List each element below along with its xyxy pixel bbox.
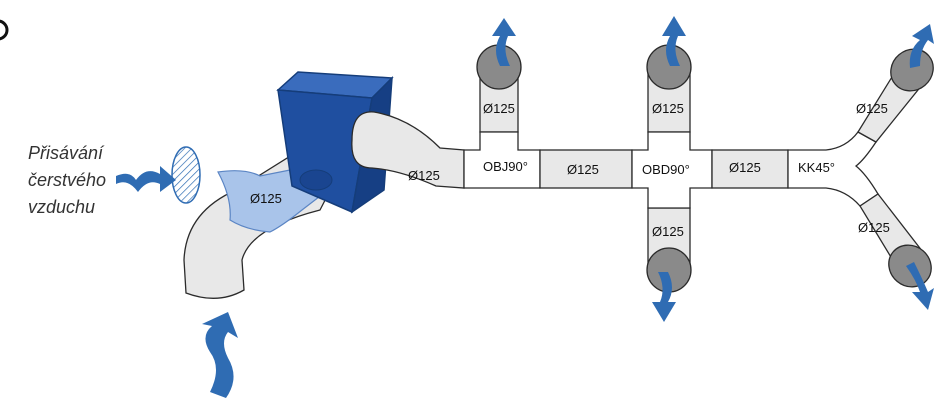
- airflow-arrow-intake-icon: [116, 166, 176, 192]
- airflow-arrow-kk-down-icon: [906, 262, 934, 310]
- branch-obj-up-label: Ø125: [483, 101, 515, 116]
- fitting-obj90: [463, 131, 541, 189]
- airflow-arrow-obd-down-icon: [652, 272, 676, 322]
- fitting-kk45: [787, 131, 879, 207]
- edge-fragment: [0, 19, 9, 41]
- intake-label-line2: čerstvého: [28, 170, 107, 190]
- branch-obd-up-label: Ø125: [652, 101, 684, 116]
- fresh-air-grille: [171, 146, 201, 204]
- main-pipe-2-label: Ø125: [567, 162, 599, 177]
- intake-label-line3: vzduchu: [28, 197, 96, 217]
- branch-kk-up-label: Ø125: [856, 101, 888, 116]
- inlet-diameter-label: Ø125: [250, 191, 282, 206]
- airflow-arrow-bottom-icon: [202, 312, 238, 398]
- intake-label-line1: Přisávání: [28, 143, 104, 163]
- fitting-kk-label: KK45°: [798, 160, 835, 175]
- branch-obd-down-label: Ø125: [652, 224, 684, 239]
- airflow-arrow-obd-up-icon: [662, 16, 686, 66]
- intake-label: Přisávání čerstvého vzduchu: [28, 140, 148, 221]
- main-pipe-3-label: Ø125: [729, 160, 761, 175]
- airflow-arrow-obj-icon: [492, 18, 516, 66]
- main-pipe-2: [539, 149, 633, 189]
- branch-kk-down-label: Ø125: [858, 220, 890, 235]
- fitting-obd-label: OBD90°: [642, 162, 690, 177]
- main-pipe-1-label: Ø125: [408, 168, 440, 183]
- kk-outlet-up: [890, 48, 934, 92]
- airflow-arrow-kk-up-icon: [909, 24, 934, 68]
- fitting-obj-label: OBJ90°: [483, 159, 528, 174]
